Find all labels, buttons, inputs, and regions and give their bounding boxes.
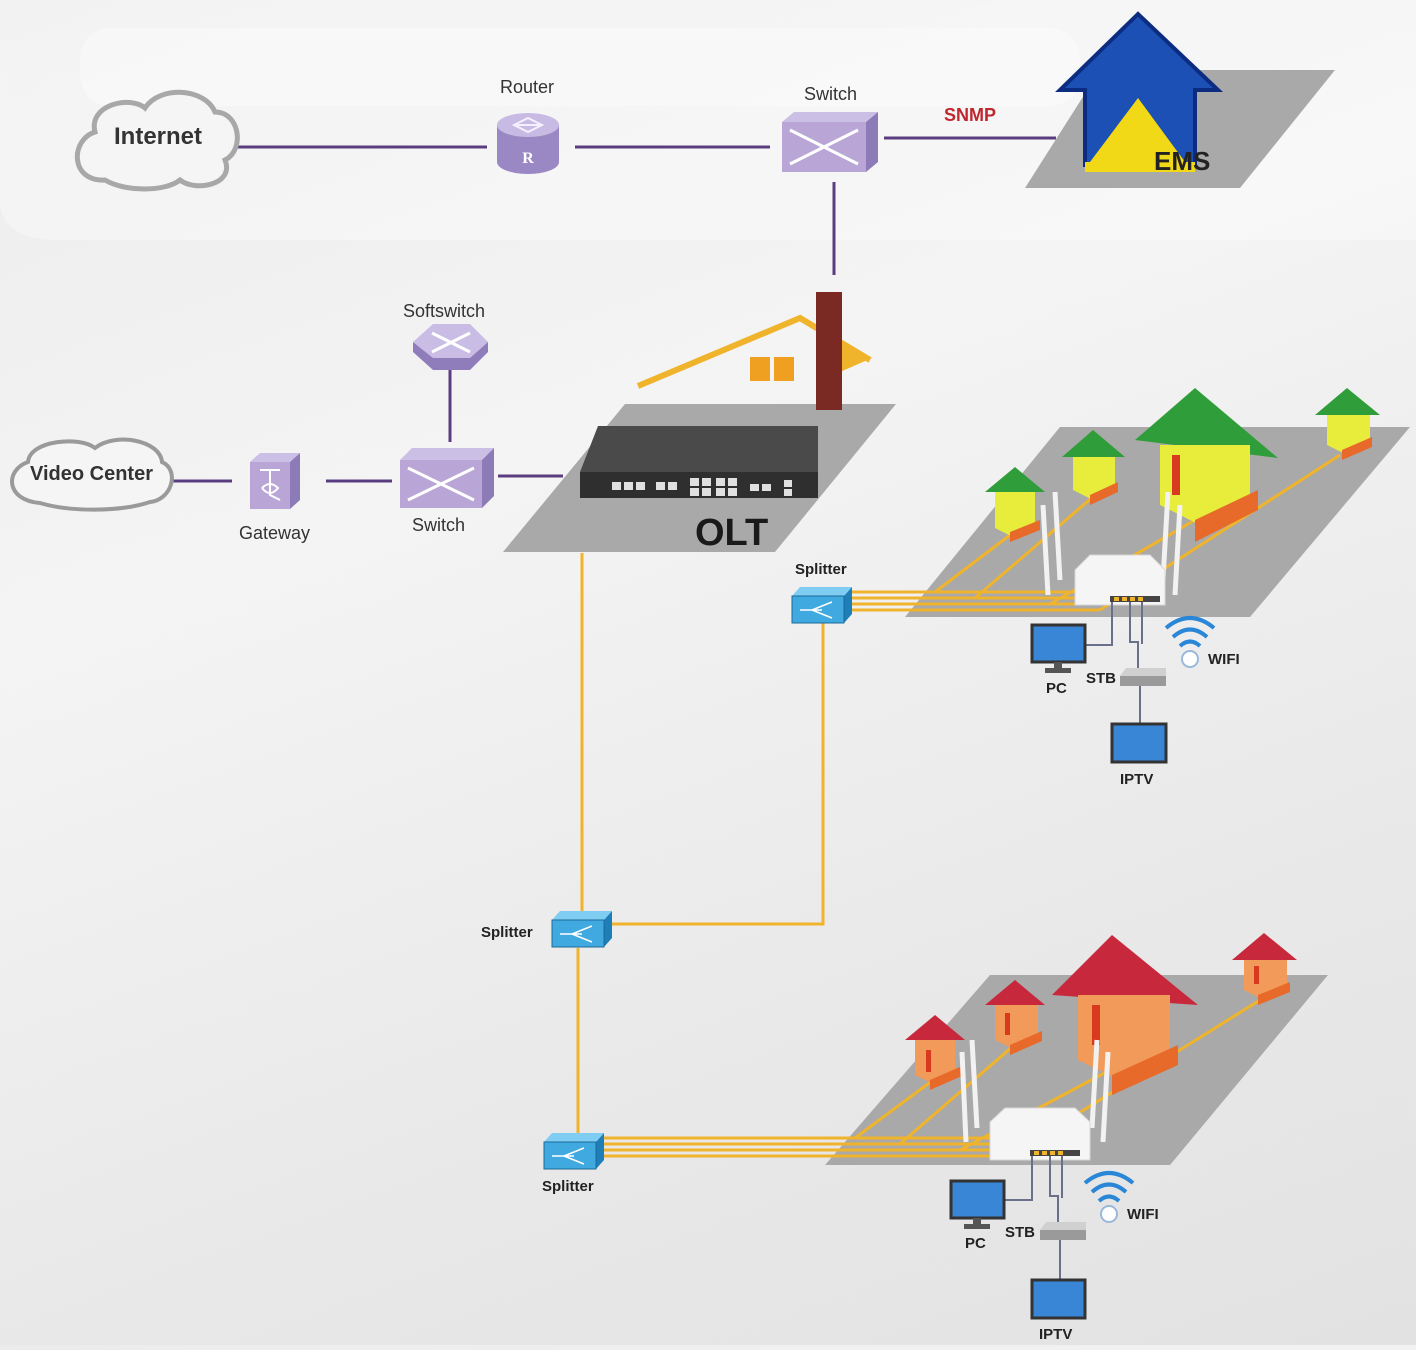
house-icon [985,980,1045,1055]
network-links [168,136,1056,483]
splitter-upper-label: Splitter [795,561,847,578]
softswitch-icon [413,324,488,370]
tv-icon [1110,722,1168,764]
video-center-label: Video Center [30,463,153,485]
switch-mid-label: Switch [412,515,466,535]
fiber-middle-upper [612,622,825,926]
splitter-icon [551,911,612,948]
wifi-icon [1083,1171,1135,1223]
wifi-lower-label: WIFI [1127,1206,1159,1223]
cloud-icon [10,437,174,512]
wifi-upper-label: WIFI [1208,651,1240,668]
wifi-icon [1164,616,1216,668]
wifi-router-icon [1040,491,1183,606]
fiber-links [576,553,825,1135]
pc-upper-label: PC [1046,680,1067,697]
softswitch-label: Softswitch [403,301,486,321]
house-icon [1135,388,1278,542]
house-icon [985,467,1045,542]
olt-label: OLT [695,512,769,554]
router-icon [497,113,559,174]
monitor-icon [949,1179,1006,1229]
set-top-box-icon [1120,668,1166,686]
upper-neighborhood [852,388,1410,764]
iptv-lower-label: IPTV [1039,1326,1073,1343]
switch-icon [400,448,494,508]
splitter-lower-label: Splitter [542,1178,594,1195]
iptv-upper-label: IPTV [1120,771,1154,788]
snmp-label: SNMP [944,105,997,125]
monitor-icon [1030,623,1087,673]
splitter-icon [543,1133,604,1170]
house-icon [1052,935,1198,1095]
router-label: Router [500,77,555,97]
house-icon [1062,430,1125,505]
switch-icon [782,112,878,172]
background-pill [80,28,1080,106]
splitter-middle-label: Splitter [481,924,533,941]
stb-upper-label: STB [1086,670,1116,687]
ems-label: EMS [1154,146,1211,176]
lower-neighborhood [602,933,1328,1320]
set-top-box-icon [1040,1222,1086,1240]
house-icon [1315,388,1380,460]
gateway-label: Gateway [239,523,311,543]
switch-top-label: Switch [804,84,858,104]
router-glyph: R [522,150,534,167]
gateway-icon [250,453,300,509]
ems-house-icon [1025,11,1335,188]
splitter-icon [791,587,852,624]
house-icon [905,1015,965,1090]
olt-device-icon [580,426,818,498]
pc-lower-label: PC [965,1235,986,1252]
internet-label: Internet [114,123,203,150]
house-icon [1232,933,1297,1005]
tv-icon [1030,1278,1087,1320]
stb-lower-label: STB [1005,1224,1035,1241]
cloud-icon [74,89,240,192]
wifi-router-icon [959,1039,1111,1161]
